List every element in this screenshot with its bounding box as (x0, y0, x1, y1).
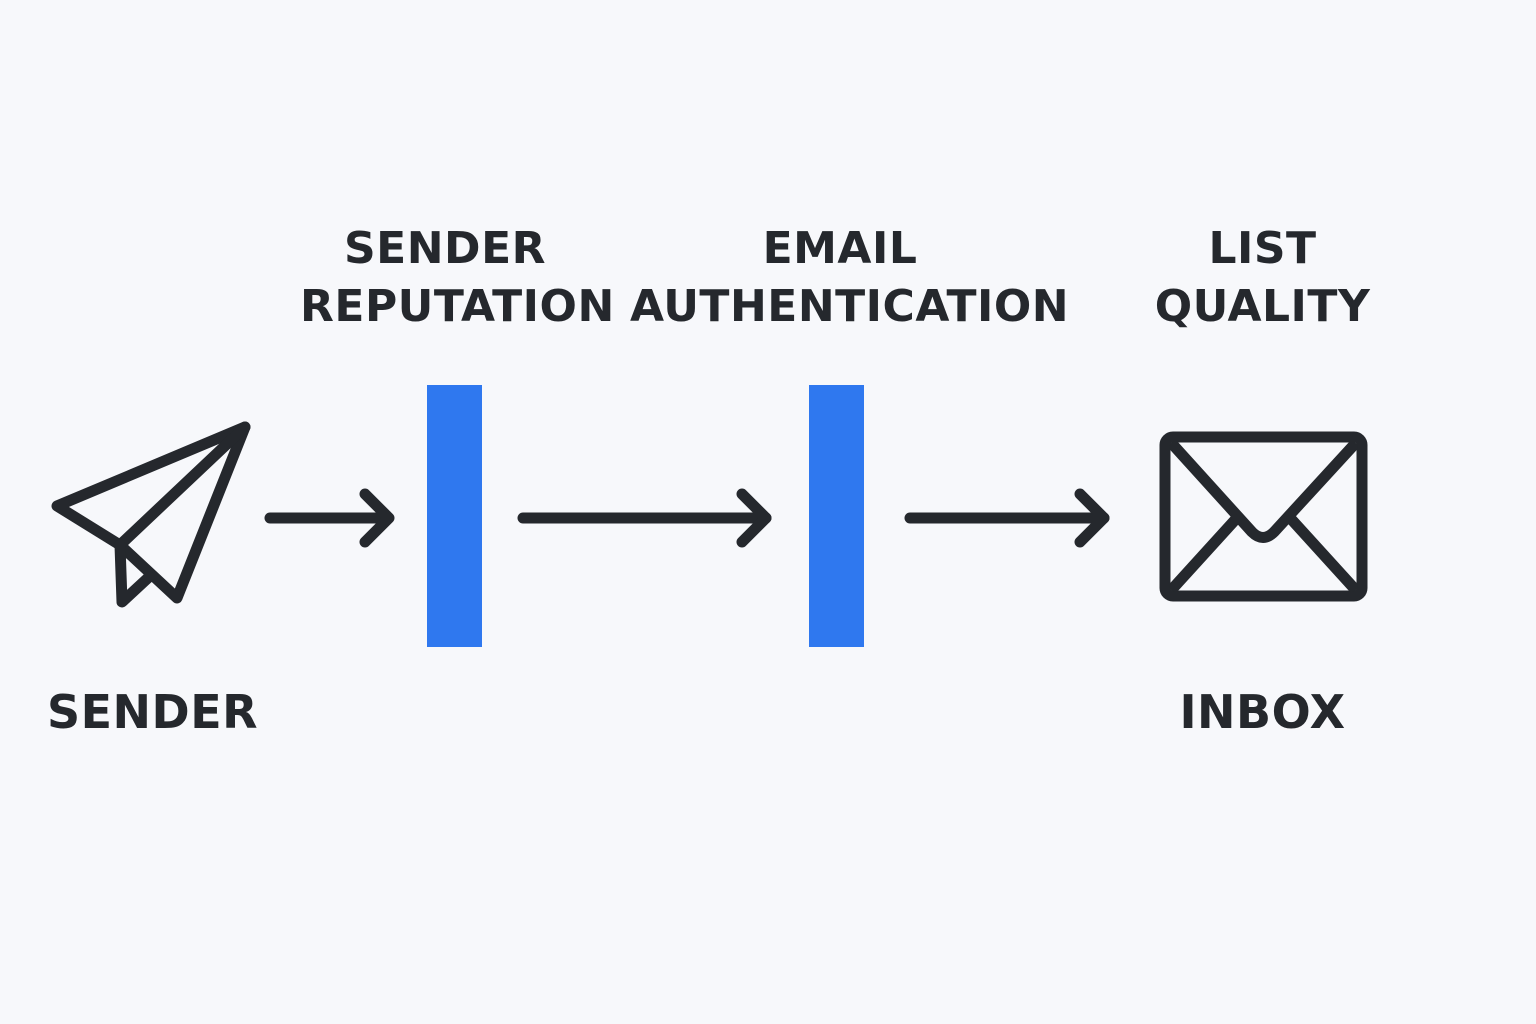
sender-reputation-filter-bar (427, 385, 482, 647)
stage-label-line: AUTHENTICATION (630, 281, 1070, 332)
arrow-1 (264, 488, 395, 548)
arrow-3 (904, 488, 1110, 548)
stage-label-sender-reputation: SENDER REPUTATION (300, 220, 615, 336)
email-authentication-filter-bar (809, 385, 864, 647)
paper-plane-icon (51, 421, 251, 608)
stage-label-email-authentication: EMAIL AUTHENTICATION (630, 220, 1070, 336)
sender-label: SENDER (46, 685, 259, 739)
stage-label-line: SENDER (343, 223, 547, 274)
stage-label-line: QUALITY (1154, 281, 1371, 332)
stage-label-line: EMAIL (762, 223, 918, 274)
arrow-2 (517, 488, 772, 548)
stage-label-line: LIST (1208, 223, 1317, 274)
envelope-icon (1159, 431, 1368, 602)
inbox-label: INBOX (1179, 685, 1346, 739)
stage-label-line: REPUTATION (300, 281, 615, 332)
stage-label-list-quality: LIST QUALITY (1150, 220, 1375, 336)
